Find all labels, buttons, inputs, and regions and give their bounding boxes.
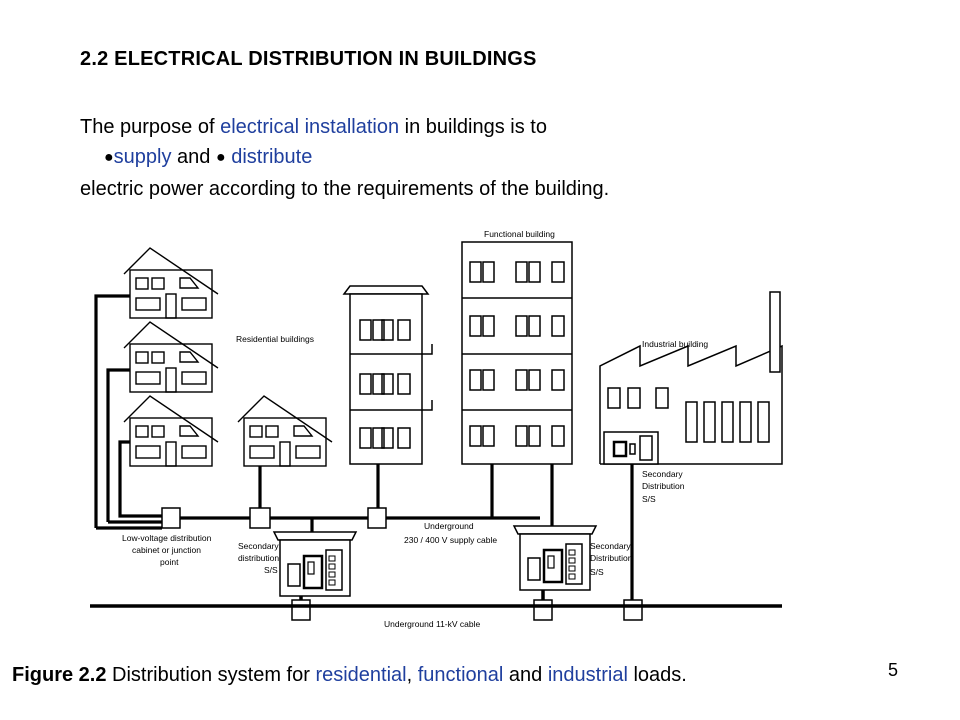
caption-highlight-functional: functional (417, 664, 504, 686)
house-icon (123, 247, 219, 319)
hv-cable (90, 590, 782, 608)
low-voltage-feeders (94, 294, 634, 600)
label-secondary-left: distribution (238, 553, 279, 563)
substation-icon (512, 524, 598, 592)
bullet-icon: ● (215, 149, 226, 166)
label-underground-supply: Underground (424, 521, 474, 531)
label-secondary-right: Secondary (642, 469, 683, 479)
label-secondary-mid: Secondary (590, 541, 631, 551)
label-11kv-cable: Underground 11-kV cable (384, 619, 481, 629)
label-low-voltage: point (160, 557, 179, 567)
apartment-building (342, 285, 433, 465)
functional-building (461, 241, 573, 465)
highlight-distribute: distribute (231, 146, 313, 168)
label-low-voltage: Low-voltage distribution (122, 533, 212, 543)
caption-highlight-industrial: industrial (547, 664, 628, 686)
label-secondary-right: Distribution (642, 481, 685, 491)
label-underground-supply: 230 / 400 V supply cable (404, 535, 497, 545)
figure-caption: Figure 2.2 Distribution system for resid… (12, 664, 687, 687)
label-secondary-mid: S/S (590, 567, 604, 577)
intro-line-1: The purpose of electrical installation i… (80, 116, 547, 139)
caption-text: and (503, 664, 548, 686)
label-secondary-left: Secondary (238, 541, 279, 551)
intro-line-2: ●supply and ● distribute (104, 146, 312, 169)
caption-text: Distribution system for (106, 664, 316, 686)
section-heading: 2.2 ELECTRICAL DISTRIBUTION IN BUILDINGS (80, 48, 537, 70)
intro-text: and (171, 146, 216, 168)
label-low-voltage: cabinet or junction (132, 545, 201, 555)
label-secondary-right: S/S (642, 494, 656, 504)
intro-text: The purpose of (80, 116, 221, 138)
bullet-icon: ● (104, 149, 114, 166)
label-secondary-left: S/S (264, 565, 278, 575)
intro-line-3: electric power according to the requirem… (80, 178, 610, 200)
house-icon (237, 395, 333, 467)
substation-icon (272, 530, 358, 598)
label-secondary-mid: Distribution (590, 553, 633, 563)
caption-highlight-residential: residential (315, 664, 407, 686)
house-icon (123, 395, 219, 467)
intro-text: in buildings is to (399, 116, 547, 138)
caption-text: , (406, 664, 418, 686)
label-residential: Residential buildings (236, 334, 314, 344)
industrial-building (599, 291, 783, 465)
caption-figure-label: Figure 2.2 (12, 664, 107, 686)
caption-text: loads. (627, 664, 687, 686)
highlight-supply: supply (113, 146, 172, 168)
label-industrial: Industrial building (642, 339, 708, 349)
page-number: 5 (888, 660, 899, 680)
highlight-electrical-installation: electrical installation (220, 116, 400, 138)
house-icon (123, 321, 219, 393)
label-functional: Functional building (484, 229, 555, 239)
